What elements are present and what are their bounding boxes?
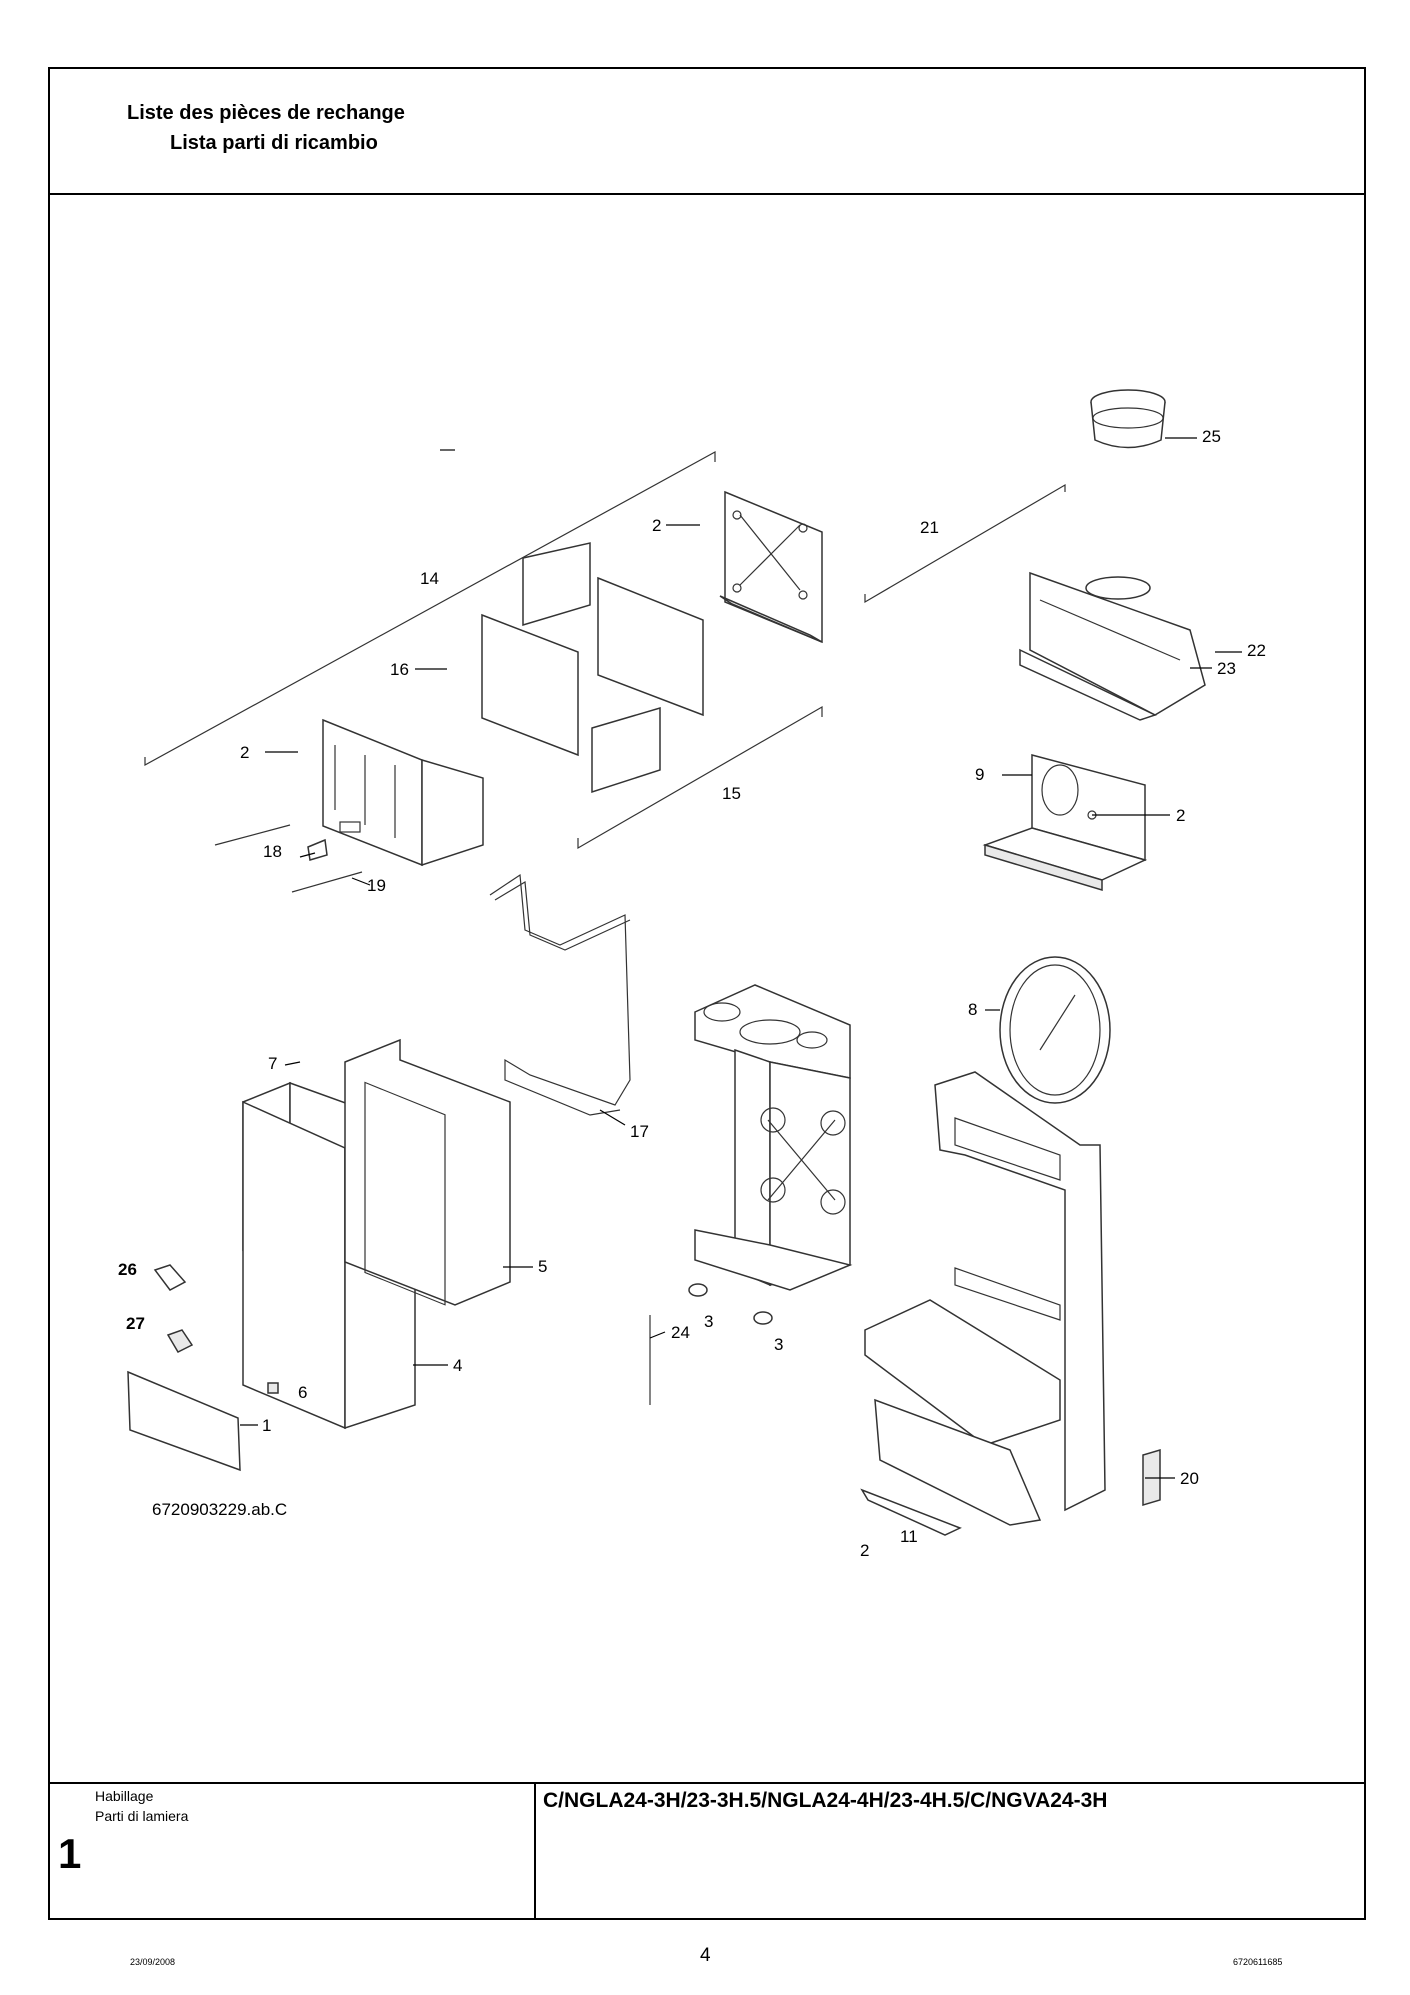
rod-upper — [214, 824, 291, 846]
document-id: 6720611685 — [1233, 1957, 1283, 1967]
part-21-hood — [1019, 571, 1206, 721]
title-italian: Lista parti di ricambio — [170, 132, 378, 154]
label-part-26: 26 — [118, 1260, 137, 1279]
section-number: 1 — [58, 1830, 82, 1877]
label-part-27: 27 — [126, 1314, 145, 1333]
label-part-16: 16 — [390, 660, 409, 679]
label-part-5: 5 — [538, 1257, 547, 1276]
part-26-label — [153, 1264, 187, 1291]
bracket-14-line — [144, 450, 716, 767]
bracket-21-line — [864, 483, 1066, 604]
label-part-20: 20 — [1180, 1469, 1199, 1488]
rear-panel-top — [719, 490, 823, 644]
label-part-23: 23 — [1217, 659, 1236, 678]
label-part-18: 18 — [263, 842, 282, 861]
label-part-14: 14 — [420, 569, 439, 588]
leader-19 — [351, 877, 371, 886]
insulation-panels — [481, 542, 704, 794]
part-6-clip — [267, 1382, 279, 1394]
label-part-25: 25 — [1202, 427, 1221, 446]
part-1-cover — [127, 1370, 241, 1472]
part-18-clip — [307, 838, 328, 861]
label-part-1: 1 — [262, 1416, 271, 1435]
section-name-italian: Parti di lamiera — [95, 1808, 189, 1824]
footer-column-divider — [534, 1782, 536, 1920]
label-part-9: 9 — [975, 765, 984, 784]
leader-7 — [284, 1061, 301, 1066]
label-part-7: 7 — [268, 1054, 277, 1073]
section-name-french: Habillage — [95, 1788, 154, 1804]
label-part-3a: 3 — [704, 1312, 713, 1331]
label-part-19: 19 — [367, 876, 386, 895]
label-part-11: 11 — [900, 1527, 918, 1546]
leader-18 — [299, 852, 316, 858]
bracket-15-line — [577, 705, 823, 850]
part-5-frame — [344, 1038, 511, 1306]
part-19-rod — [291, 871, 363, 893]
print-date: 23/09/2008 — [130, 1957, 176, 1967]
leader-17 — [599, 1109, 626, 1126]
model-list: C/NGLA24-3H/23-3H.5/NGLA24-4H/23-4H.5/C/… — [543, 1789, 1108, 1812]
central-chassis — [694, 984, 853, 1291]
page-number: 4 — [700, 1945, 711, 1966]
label-part-2c: 2 — [1176, 806, 1185, 825]
label-part-24: 24 — [671, 1323, 690, 1342]
title-header — [48, 67, 1366, 195]
leader-24 — [649, 1331, 666, 1339]
label-part-2a: 2 — [652, 516, 661, 535]
label-part-8: 8 — [968, 1000, 977, 1019]
part-3-grommets — [688, 1283, 773, 1325]
rear-main-frame — [860, 1071, 1106, 1536]
page-frame — [48, 67, 1366, 1920]
part-9-bracket — [982, 754, 1148, 892]
label-part-2b: 2 — [240, 743, 249, 762]
label-part-3b: 3 — [774, 1335, 783, 1354]
side-panel-left — [322, 718, 484, 867]
part-8-disc — [999, 956, 1111, 1104]
drawing-reference: 6720903229.ab.C — [152, 1500, 287, 1519]
label-part-21: 21 — [920, 518, 939, 537]
label-part-15: 15 — [722, 784, 741, 803]
part-27-clip — [166, 1329, 194, 1353]
footer-divider — [48, 1782, 1366, 1784]
label-part-17: 17 — [630, 1122, 649, 1141]
title-french: Liste des pièces de rechange — [127, 102, 405, 124]
label-part-22: 22 — [1247, 641, 1266, 660]
label-part-2d: 2 — [860, 1541, 869, 1560]
label-part-4: 4 — [453, 1356, 462, 1375]
part-17-seal — [489, 873, 631, 1116]
part-25-ring — [1090, 389, 1166, 449]
label-part-6: 6 — [298, 1383, 307, 1402]
